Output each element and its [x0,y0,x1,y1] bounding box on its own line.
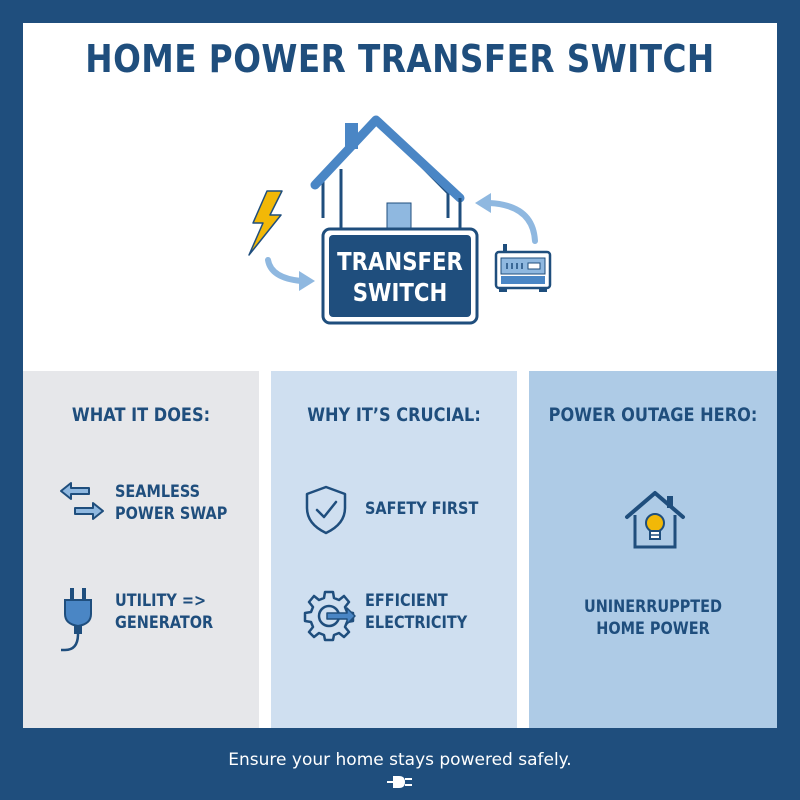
house-icon [310,115,465,233]
page-title: HOME POWER TRANSFER SWITCH [85,37,715,81]
lightning-bolt-icon [248,190,283,256]
arrow-to-house-icon [475,193,538,244]
generator-icon [494,244,552,292]
item-label: EFFICIENT [365,591,448,611]
shield-check-icon [305,485,347,535]
item-label: HOME POWER [596,619,710,639]
plug-icon [61,588,92,652]
panel-heading: POWER OUTAGE HERO: [548,404,758,426]
switch-label-line2: SWITCH [352,278,448,307]
item-label: ELECTRICITY [365,613,468,633]
gear-arrow-icon [303,590,356,642]
swap-arrows-icon [60,482,104,520]
item-label: GENERATOR [115,613,214,633]
panel-outage-hero: POWER OUTAGE HERO: UNINERRUPPTED HOME PO… [529,371,777,728]
item-label: UTILITY => [115,591,207,611]
hero-panel: HOME POWER TRANSFER SWITCH [23,23,777,371]
panel-what-it-does: WHAT IT DOES: SEAMLESS POWER SWAP UTILIT… [23,371,259,728]
plug-icon [387,776,412,788]
footer-tagline: Ensure your home stays powered safely. [228,750,572,770]
house-bulb-icon [625,491,685,549]
item-label: UNINERRUPPTED [583,597,723,617]
panel-why-crucial: WHY IT’S CRUCIAL: SAFETY FIRST EFFICIENT… [271,371,517,728]
panel-divider [517,371,529,728]
item-label: SAFETY FIRST [365,499,479,519]
item-label: SEAMLESS [115,482,201,502]
switch-label-line1: TRANSFER [337,247,463,276]
item-label: POWER SWAP [115,504,228,524]
panel-heading: WHY IT’S CRUCIAL: [307,404,481,426]
arrow-to-switch-icon [265,257,315,291]
transfer-switch-box [321,227,479,325]
infographic-frame: HOME POWER TRANSFER SWITCH [23,23,777,728]
panel-divider [259,371,271,728]
panel-heading: WHAT IT DOES: [71,404,211,426]
hero-illustration [248,115,552,325]
